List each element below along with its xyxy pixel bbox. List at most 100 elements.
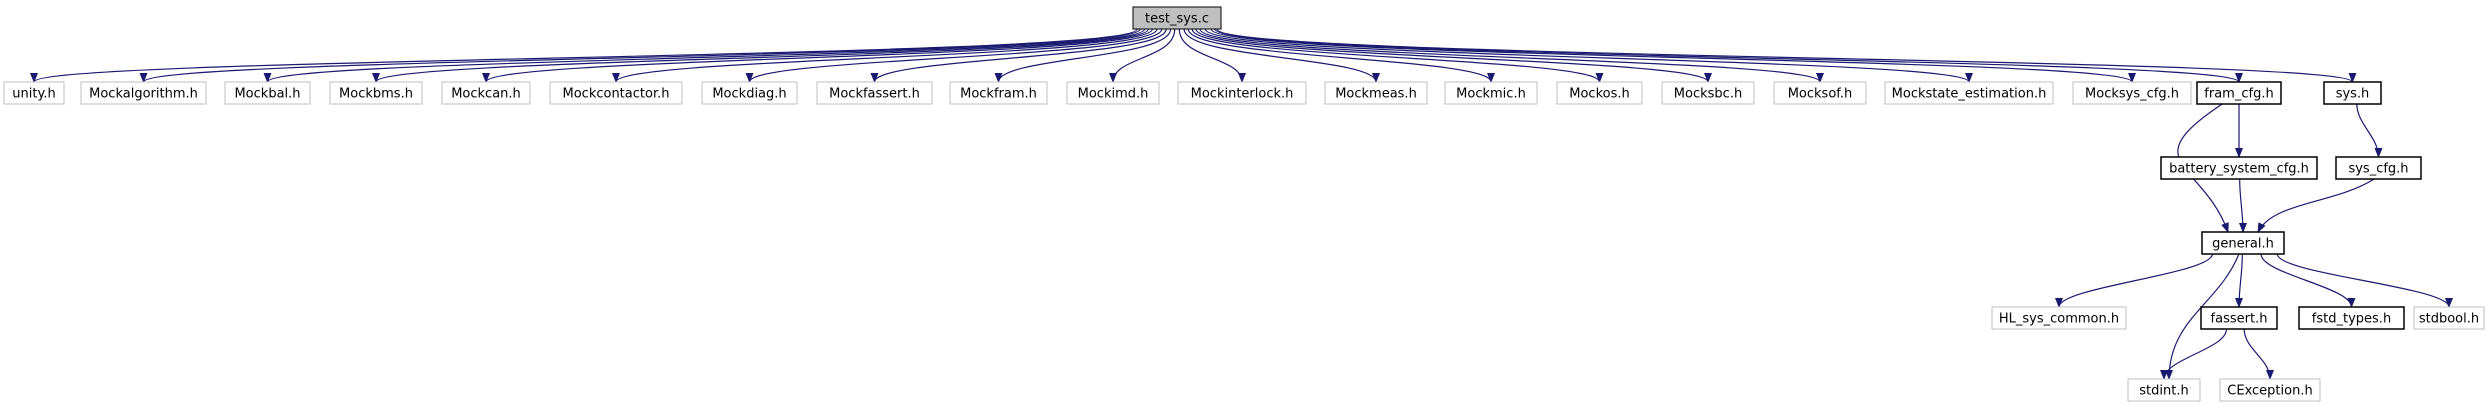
node-box <box>1556 81 1643 105</box>
node-mockbal: Mockbal.h <box>224 81 311 105</box>
node-cexception: CException.h <box>2219 378 2321 402</box>
node-mockmic: Mockmic.h <box>1444 81 1538 105</box>
node-sys-cfg[interactable]: sys_cfg.h <box>2335 156 2422 180</box>
node-label: Mockfassert.h <box>829 87 920 102</box>
node-label: stdint.h <box>2139 384 2188 399</box>
node-box <box>1444 81 1538 105</box>
node-stdint: stdint.h <box>2127 378 2201 402</box>
node-box <box>2201 231 2285 255</box>
edge-test_sys-to-unity <box>30 28 1138 83</box>
edge-test_sys-to-sys <box>1216 28 2357 83</box>
edge-test_sys-to-mockinterlock <box>1178 28 1246 83</box>
node-box <box>549 81 683 105</box>
node-label: Mockcontactor.h <box>563 87 670 102</box>
node-label: HL_sys_common.h <box>1999 312 2119 327</box>
node-box <box>1132 6 1222 30</box>
edge-test_sys-to-mockbal <box>263 28 1146 83</box>
edge-test_sys-to-mockcan <box>482 28 1153 83</box>
edge-sys-to-sys_cfg <box>2356 103 2383 158</box>
edge-test_sys-to-mockfassert <box>870 28 1167 83</box>
node-box <box>1661 81 1755 105</box>
node-box <box>701 81 798 105</box>
node-box <box>2413 306 2485 330</box>
node-box <box>2196 81 2282 105</box>
node-box <box>2072 81 2192 105</box>
node-label: Mockdiag.h <box>712 87 786 102</box>
node-fassert[interactable]: fassert.h <box>2200 306 2278 330</box>
node-label: fstd_types.h <box>2312 312 2391 327</box>
node-mockcan: Mockcan.h <box>441 81 531 105</box>
node-label: Mockmic.h <box>1456 87 1526 102</box>
node-box <box>329 81 423 105</box>
edge-test_sys-to-mockimd <box>1109 28 1176 83</box>
node-label: Mockfram.h <box>960 87 1037 102</box>
edge-test_sys-to-mockcontactor <box>612 28 1158 83</box>
node-box <box>1066 81 1160 105</box>
node-label: Mockstate_estimation.h <box>1892 87 2047 102</box>
node-box <box>816 81 933 105</box>
node-label: Mockimd.h <box>1078 87 1149 102</box>
node-label: Mockcan.h <box>451 87 521 102</box>
dependency-nodes: test_sys.c unity.h Mockalgorithm.h Mockbal.… <box>3 6 2485 402</box>
node-box <box>2160 156 2318 180</box>
node-mockos: Mockos.h <box>1556 81 1643 105</box>
node-label: stdbool.h <box>2419 312 2479 327</box>
node-label: test_sys.c <box>1145 12 1209 27</box>
node-mockimd: Mockimd.h <box>1066 81 1160 105</box>
node-hl-sys-common: HL_sys_common.h <box>1991 306 2127 330</box>
edge-sys_cfg-to-general <box>2257 178 2375 233</box>
node-fstd-types[interactable]: fstd_types.h <box>2298 306 2405 330</box>
node-mocksbc: Mocksbc.h <box>1661 81 1755 105</box>
node-mocksys-cfg: Mocksys_cfg.h <box>2072 81 2192 105</box>
node-box <box>1324 81 1428 105</box>
node-box <box>1991 306 2127 330</box>
node-mockdiag: Mockdiag.h <box>701 81 798 105</box>
edge-general-to-stdint <box>2165 253 2240 380</box>
node-box <box>2127 378 2201 402</box>
node-box <box>1884 81 2054 105</box>
node-mockalgorithm: Mockalgorithm.h <box>80 81 207 105</box>
edge-test_sys-to-mockstate_estimation <box>1204 28 1973 83</box>
node-mocksof: Mocksof.h <box>1773 81 1867 105</box>
node-unity: unity.h <box>3 81 65 105</box>
edge-test_sys-to-mocksbc <box>1195 28 1712 83</box>
edge-fassert-to-cexception <box>2243 328 2274 380</box>
dependency-edges <box>30 28 2453 380</box>
node-label: battery_system_cfg.h <box>2169 162 2309 177</box>
edge-test_sys-to-mockmeas <box>1183 28 1380 83</box>
node-box <box>1773 81 1867 105</box>
node-label: Mockbal.h <box>234 87 300 102</box>
edge-test_sys-to-mockdiag <box>745 28 1163 83</box>
node-box <box>2200 306 2278 330</box>
edge-test_sys-to-mockos <box>1191 28 1604 83</box>
node-label: Mockinterlock.h <box>1191 87 1294 102</box>
node-box <box>2335 156 2422 180</box>
edge-general-to-stdbool <box>2276 253 2453 308</box>
edge-test_sys-to-mockfram <box>994 28 1172 83</box>
node-box <box>441 81 531 105</box>
node-label: Mockmeas.h <box>1335 87 1417 102</box>
node-label: sys_cfg.h <box>2348 162 2408 177</box>
node-label: Mocksys_cfg.h <box>2085 87 2179 102</box>
node-label: fram_cfg.h <box>2204 87 2273 102</box>
edge-general-to-fstd_types <box>2260 253 2356 308</box>
edge-general-to-fassert <box>2235 253 2244 308</box>
edge-test_sys-to-mockbms <box>372 28 1149 83</box>
edge-fassert-to-stdint <box>2160 328 2228 380</box>
node-label: Mockalgorithm.h <box>89 87 198 102</box>
node-label: Mockos.h <box>1569 87 1629 102</box>
node-general[interactable]: general.h <box>2201 231 2285 255</box>
node-label: general.h <box>2212 237 2274 252</box>
node-stdbool: stdbool.h <box>2413 306 2485 330</box>
node-label: Mockbms.h <box>339 87 413 102</box>
node-battery-system-cfg[interactable]: battery_system_cfg.h <box>2160 156 2318 180</box>
node-test-sys[interactable]: test_sys.c <box>1132 6 1222 30</box>
node-box <box>3 81 65 105</box>
node-box <box>2219 378 2321 402</box>
edge-test_sys-to-mockmic <box>1187 28 1495 83</box>
edge-test_sys-to-mockalgorithm <box>139 28 1141 83</box>
edge-general-to-hl_sys_common <box>2055 253 2213 308</box>
node-fram-cfg[interactable]: fram_cfg.h <box>2196 81 2282 105</box>
node-sys[interactable]: sys.h <box>2323 81 2382 105</box>
